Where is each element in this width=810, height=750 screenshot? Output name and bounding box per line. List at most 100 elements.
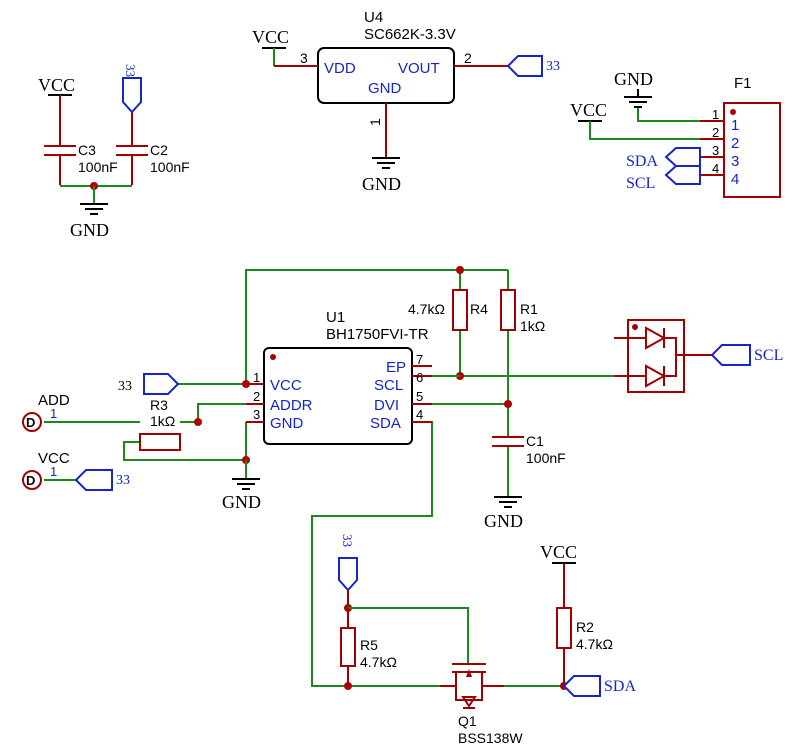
vcc-tp-label: VCC: [38, 450, 70, 467]
u4-pin2-num: 2: [464, 50, 472, 66]
r5-ref: R5: [360, 637, 378, 653]
u4-ref: U4: [364, 9, 383, 26]
f1-label-1: 1: [731, 117, 739, 134]
f1-connector: F1 1 2 3 4 1 2 3 4 GND VCC SDA SCL: [570, 69, 781, 198]
r4-r1: R4 4.7kΩ R1 1kΩ: [408, 289, 545, 334]
gnd-label-f1: GND: [614, 69, 653, 89]
u4-regulator: U4 SC662K-3.3V VCC 3 VDD VOUT GND 2 33 1…: [252, 9, 560, 194]
net-33-u4: 33: [546, 59, 560, 74]
f1-pin-2: 2: [712, 125, 719, 140]
net-flag-scl-f1: [664, 165, 701, 185]
gnd-label-u4: GND: [362, 174, 401, 194]
u1-pin-addr: ADDR: [270, 397, 313, 414]
gnd-u1: GND: [222, 478, 261, 512]
u4-gnd-pin: GND: [368, 80, 402, 97]
u4-vdd: VDD: [324, 60, 356, 77]
u1-pin-ep: EP: [386, 359, 406, 376]
vcc-label-c3: VCC: [38, 75, 75, 95]
f1-pin-4: 4: [712, 161, 719, 176]
svg-text:D: D: [26, 473, 35, 488]
net-33-c2: 33: [123, 64, 138, 77]
u1-pin-7-num: 7: [416, 352, 423, 367]
net-flag-33-r5: [338, 557, 358, 592]
test-point-add: ADD 1 D: [22, 392, 70, 432]
r3-value: 1kΩ: [150, 413, 175, 429]
c1-value: 100nF: [526, 450, 566, 466]
u1-pin-sda: SDA: [370, 415, 401, 432]
u1-part: BH1750FVI-TR: [326, 326, 429, 343]
gnd-label-u1: GND: [222, 492, 261, 512]
f1-label-3: 3: [731, 153, 739, 170]
f1-pin-3: 3: [712, 143, 719, 158]
gnd-label-c1: GND: [484, 511, 523, 531]
r2-ref: R2: [576, 619, 594, 635]
net-flag-sda: [562, 675, 601, 697]
u1-pin-6-num: 6: [416, 370, 423, 385]
u4-part: SC662K-3.3V: [364, 26, 456, 43]
r4-body: [452, 289, 468, 331]
c1-capacitor: C1 100nF GND: [484, 433, 566, 531]
f1-ref: F1: [734, 75, 752, 92]
net-sda: SDA: [604, 678, 636, 695]
r5-body: [340, 627, 356, 667]
net-33-u1: 33: [118, 373, 180, 395]
f1-scl: SCL: [626, 175, 655, 192]
add-label: ADD: [38, 392, 70, 409]
vcc-label-f1: VCC: [570, 100, 607, 120]
vcc-label-r2: VCC: [540, 542, 577, 562]
u4-pin3-num: 3: [300, 50, 308, 66]
u1-pin-dvi: DVI: [374, 397, 399, 414]
c1-ref: C1: [526, 433, 544, 449]
net-33-u1-label: 33: [118, 379, 132, 394]
f1-label-2: 2: [731, 135, 739, 152]
r2-value: 4.7kΩ: [576, 636, 613, 652]
u1-ref: U1: [326, 309, 345, 326]
gnd-label-caps: GND: [70, 220, 109, 240]
net-flag-33-c2: [122, 77, 142, 114]
add-pin: 1: [50, 406, 57, 421]
net-flag-33-tp: [74, 469, 113, 491]
vcc-tp-pin: 1: [50, 464, 57, 479]
c3-ref: C3: [78, 142, 96, 158]
u1-pin-scl: SCL: [374, 377, 403, 394]
svg-text:D: D: [26, 415, 35, 430]
net-33-r5: 33: [340, 534, 355, 547]
r1-ref: R1: [520, 301, 538, 317]
u4-vout: VOUT: [398, 60, 440, 77]
r1-value: 1kΩ: [520, 318, 545, 334]
r3-body: [139, 433, 181, 451]
q1-ref: Q1: [458, 713, 477, 729]
c2-ref: C2: [150, 142, 168, 158]
r3-resistor: R3 1kΩ: [139, 397, 181, 451]
q1-part: BSS138W: [458, 730, 523, 746]
vcc-label-u4: VCC: [252, 27, 289, 47]
f1-pin-1: 1: [712, 107, 719, 122]
net-flag-scl: [710, 344, 751, 366]
scl-protection-device: SCL: [614, 319, 783, 393]
c3-c2-decoupling: VCC C3 100nF 33 C2 100nF GND: [38, 64, 190, 240]
c3-value: 100nF: [78, 159, 118, 175]
u1-pin-2-num: 2: [253, 389, 260, 404]
net-scl: SCL: [754, 347, 783, 364]
u1-pin-4-num: 4: [416, 407, 423, 422]
u4-pin1-num: 1: [367, 118, 383, 126]
net-flag-33-u4: [506, 55, 543, 77]
u1-pin-1-num: 1: [253, 370, 260, 385]
net-flag-33-u1: [143, 373, 180, 395]
r5-value: 4.7kΩ: [360, 654, 397, 670]
net-flag-sda-f1: [664, 147, 701, 167]
level-shifter: 33 R5 4.7kΩ Q1 BSS138W VCC R2 4.7kΩ SDA: [338, 534, 636, 746]
r2-body: [556, 607, 572, 649]
u1-body: [263, 347, 413, 445]
f1-sda: SDA: [626, 153, 658, 170]
r1-body: [500, 289, 516, 331]
u1-sensor: U1 BH1750FVI-TR 1 2 3 VCC ADDR GND 7 6 5…: [246, 309, 432, 445]
f1-body: [723, 102, 781, 198]
u1-pin-gnd: GND: [270, 415, 304, 432]
net-33-tp: 33: [116, 473, 130, 488]
test-point-vcc: VCC 1 D 33: [22, 450, 130, 491]
u1-pin-3-num: 3: [253, 407, 260, 422]
r4-value: 4.7kΩ: [408, 301, 445, 317]
c2-value: 100nF: [150, 159, 190, 175]
